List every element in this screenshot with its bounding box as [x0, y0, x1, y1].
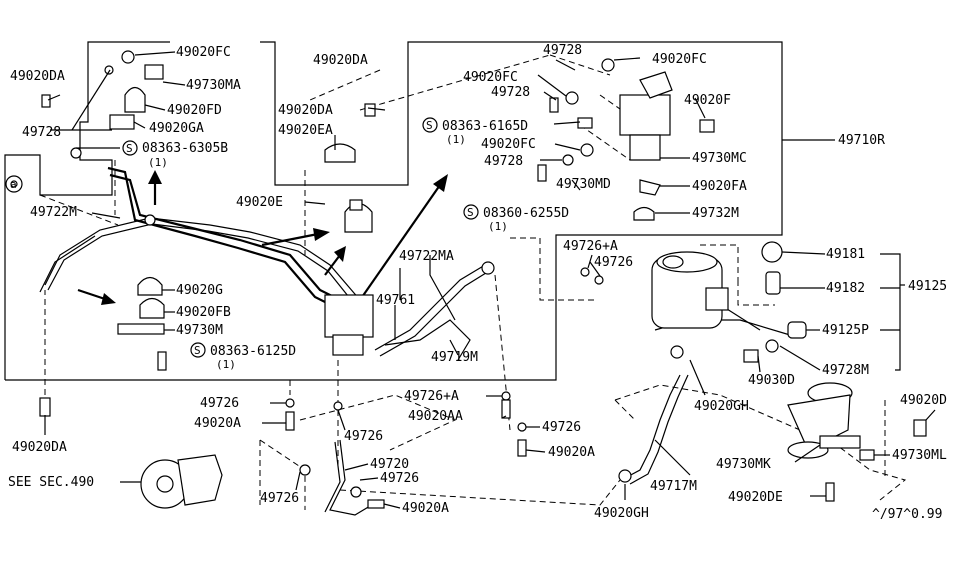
label-49722MA: 49722MA: [399, 249, 454, 264]
label-49728-d: 49728: [484, 154, 523, 169]
label-see-sec-490: SEE SEC.490: [8, 475, 94, 490]
label-49730MD: 49730MD: [556, 177, 611, 192]
label-49020FC-d: 49020FC: [481, 137, 536, 152]
label-49020G: 49020G: [176, 283, 223, 298]
label-49020FC-a: 49020FC: [176, 45, 231, 60]
label-49726-f: 49726: [260, 491, 299, 506]
label-08363-6125D: 08363-6125D: [210, 344, 296, 359]
label-49020A-a: 49020A: [194, 416, 241, 431]
label-49761: 49761: [376, 293, 415, 308]
label-49020D: 49020D: [900, 393, 947, 408]
label-49728-c: 49728: [491, 85, 530, 100]
label-49726A-a: 49726+A: [563, 239, 618, 254]
label-49722M: 49722M: [30, 205, 77, 220]
label-qty-1-d: (1): [216, 358, 236, 371]
label-49728-a: 49728: [22, 125, 61, 140]
label-49020DA-b: 49020DA: [313, 53, 368, 68]
label-qty-1-c: (1): [488, 220, 508, 233]
direction-arrows: [77, 170, 448, 305]
s-mark-b: S: [426, 119, 433, 132]
label-49730MA: 49730MA: [186, 78, 241, 93]
footer-code: ^/97^0.99: [872, 507, 942, 522]
label-49728M: 49728M: [822, 363, 869, 378]
part-labels: 49020DA 49728 49020FC 49730MA 49020FD 49…: [8, 43, 947, 522]
label-08363-6165D: 08363-6165D: [442, 119, 528, 134]
label-49020AA: 49020AA: [408, 409, 463, 424]
s-mark-icon: [422, 117, 438, 133]
s-mark-icon: [190, 342, 206, 358]
label-49726A-b: 49726+A: [404, 389, 459, 404]
label-49125: 49125: [908, 279, 947, 294]
label-49181: 49181: [826, 247, 865, 262]
label-49020DA-a: 49020DA: [10, 69, 65, 84]
label-qty-1-a: (1): [148, 156, 168, 169]
label-qty-1-b: (1): [446, 133, 466, 146]
label-49726-b: 49726: [200, 396, 239, 411]
label-leaders: [44, 51, 936, 509]
label-49020FD: 49020FD: [167, 103, 222, 118]
label-49710R: 49710R: [838, 133, 885, 148]
label-49726-e: 49726: [380, 471, 419, 486]
s-mark-icon: [122, 140, 138, 156]
label-49020GH-b: 49020GH: [594, 506, 649, 521]
label-49020FB: 49020FB: [176, 305, 231, 320]
label-49730M: 49730M: [176, 323, 223, 338]
label-49020A-b: 49020A: [548, 445, 595, 460]
frame-lines: [4, 41, 835, 381]
label-49020EA: 49020EA: [278, 123, 333, 138]
label-49726-d: 49726: [542, 420, 581, 435]
label-49020GH-a: 49020GH: [694, 399, 749, 414]
label-49719M: 49719M: [431, 350, 478, 365]
label-49726-c: 49726: [344, 429, 383, 444]
s-mark-d: S: [194, 344, 201, 357]
label-49020DA-c: 49020DA: [278, 103, 333, 118]
label-49020GA: 49020GA: [149, 121, 204, 136]
label-circle-a: a: [10, 178, 17, 191]
label-49020FA: 49020FA: [692, 179, 747, 194]
label-49732M: 49732M: [692, 206, 739, 221]
label-49020DE: 49020DE: [728, 490, 783, 505]
label-49030D: 49030D: [748, 373, 795, 388]
s-mark-c: S: [467, 206, 474, 219]
label-08360-6255D: 08360-6255D: [483, 206, 569, 221]
label-49730MK: 49730MK: [716, 457, 771, 472]
label-49720: 49720: [370, 457, 409, 472]
label-49020FC-b: 49020FC: [652, 52, 707, 67]
label-49020FC-c: 49020FC: [463, 70, 518, 85]
label-49020A-c: 49020A: [402, 501, 449, 516]
label-49020F: 49020F: [684, 93, 731, 108]
s-mark-icon: [463, 204, 479, 220]
parts: [10, 50, 927, 509]
label-49730ML: 49730ML: [892, 448, 947, 463]
label-49182: 49182: [826, 281, 865, 296]
label-49020E: 49020E: [236, 195, 283, 210]
label-49728-b: 49728: [543, 43, 582, 58]
label-49125P: 49125P: [822, 323, 869, 338]
label-49730MC: 49730MC: [692, 151, 747, 166]
label-49020DA-d: 49020DA: [12, 440, 67, 455]
s-mark-a: S: [126, 142, 133, 155]
label-49717M: 49717M: [650, 479, 697, 494]
label-49726-a: 49726: [594, 255, 633, 270]
label-08363-6305B: 08363-6305B: [142, 141, 228, 156]
